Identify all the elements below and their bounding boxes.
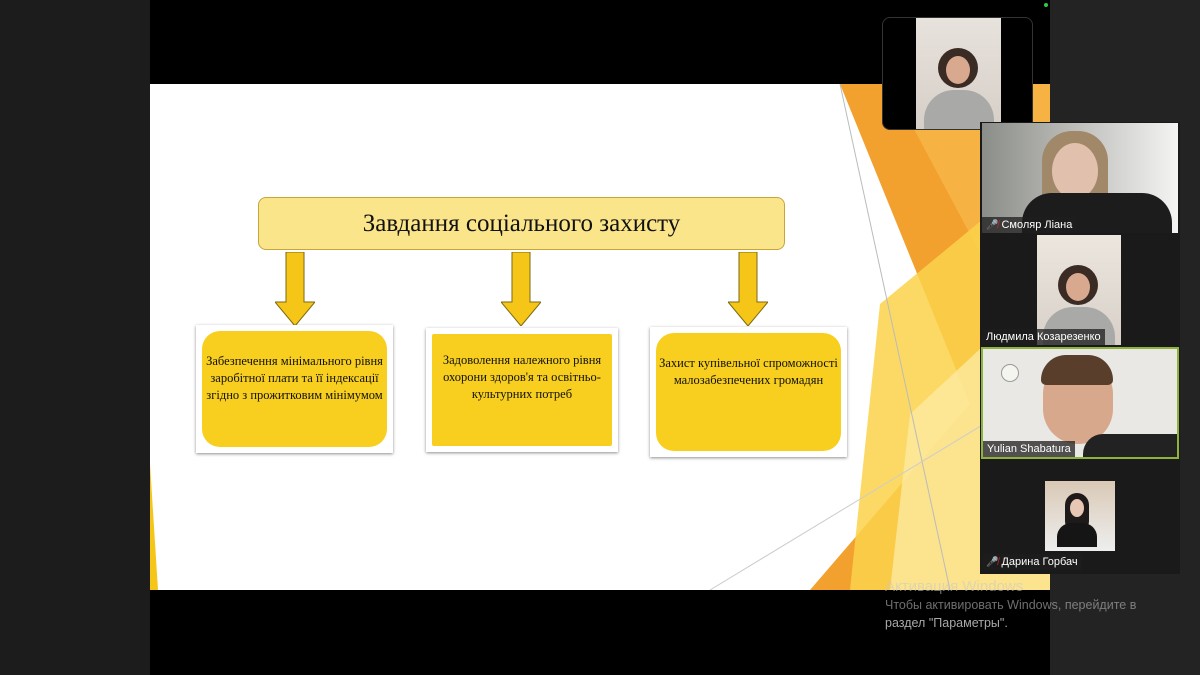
participant-tile-active[interactable]: Yulian Shabatura xyxy=(981,347,1179,459)
arrow-down-icon xyxy=(275,252,315,326)
task-card-1: Забезпечення мінімального рівня заробітн… xyxy=(196,325,393,453)
muted-mic-icon: 🎤̸ xyxy=(986,219,999,231)
participant-name-label: Людмила Козарезенко xyxy=(982,329,1105,345)
windows-activation-title: Активация Windows xyxy=(885,578,1024,595)
participant-tile[interactable]: 🎤̸Смоляр Ліана xyxy=(982,123,1178,233)
windows-activation-text: раздел "Параметры". xyxy=(885,616,1008,630)
task-card-2: Задоволення належного рівня охорони здор… xyxy=(426,328,618,452)
arrow-down-icon xyxy=(501,252,541,326)
participant-name-label: 🎤̸Дарина Горбач xyxy=(982,554,1082,570)
participant-name: Дарина Горбач xyxy=(1001,556,1078,568)
task-card-text: Задоволення належного рівня охорони здор… xyxy=(432,334,612,446)
windows-activation-text: Чтобы активировать Windows, перейдите в xyxy=(885,598,1137,612)
presentation-slide: Завдання соціального захисту Забезпеченн… xyxy=(150,84,1050,590)
arrow-down-icon xyxy=(728,252,768,326)
participant-name-label: Yulian Shabatura xyxy=(983,441,1075,457)
participant-tile[interactable] xyxy=(1037,235,1121,345)
participant-name: Людмила Козарезенко xyxy=(986,331,1101,343)
participant-name: Смоляр Ліана xyxy=(1001,219,1073,231)
muted-mic-icon: 🎤̸ xyxy=(986,556,999,568)
active-speaker-video[interactable] xyxy=(882,17,1033,130)
task-card-3: Захист купівельної спроможності малозабе… xyxy=(650,327,847,457)
task-card-text: Забезпечення мінімального рівня заробітн… xyxy=(202,331,387,447)
status-indicator xyxy=(1044,3,1048,7)
participants-gallery: 🎤̸Смоляр Ліана Людмила Козарезенко Yulia… xyxy=(980,122,1180,574)
task-card-text: Захист купівельної спроможності малозабе… xyxy=(656,333,841,451)
participant-tile[interactable] xyxy=(1045,481,1115,551)
participant-name: Yulian Shabatura xyxy=(987,443,1071,455)
slide-title: Завдання соціального захисту xyxy=(258,197,785,250)
participant-name-label: 🎤̸Смоляр Ліана xyxy=(982,217,1077,233)
